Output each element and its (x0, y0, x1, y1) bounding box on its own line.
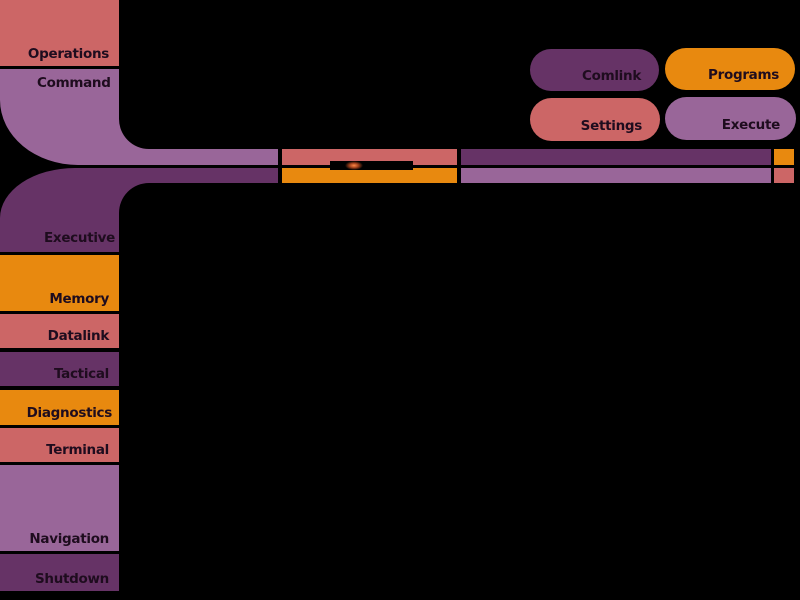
top-bar-segment-3 (774, 149, 794, 165)
indicator-slot (330, 161, 413, 170)
command-label: Command (37, 75, 111, 91)
button-label: Execute (721, 117, 781, 133)
command-elbow[interactable] (0, 69, 278, 165)
sidebar-item-label: Diagnostics (26, 405, 113, 421)
sidebar-item-terminal[interactable]: Terminal (0, 428, 119, 462)
executive-label: Executive (44, 230, 116, 246)
bottom-bar-segment-3 (774, 168, 794, 183)
button-label: Comlink (582, 68, 641, 84)
sidebar-item-label: Memory (49, 291, 109, 307)
settings-button[interactable]: Settings (530, 98, 660, 141)
sidebar-item-label: Operations (27, 46, 109, 62)
indicator-glow (345, 161, 363, 170)
sidebar-item-label: Navigation (29, 531, 109, 547)
bottom-bar-segment-1 (282, 168, 457, 183)
top-bar-segment-2 (461, 149, 771, 165)
sidebar-item-navigation[interactable]: Navigation (0, 465, 119, 551)
executive-elbow[interactable] (0, 168, 278, 252)
top-bar-segment-1 (282, 149, 457, 165)
sidebar-item-memory[interactable]: Memory (0, 255, 119, 311)
sidebar-item-label: Terminal (46, 442, 109, 458)
bottom-bar-segment-2 (461, 168, 771, 183)
sidebar-item-label: Datalink (47, 328, 110, 344)
sidebar-item-operations[interactable]: Operations (0, 0, 119, 66)
sidebar-item-label: Tactical (53, 366, 109, 382)
sidebar-item-label: Shutdown (34, 571, 109, 587)
sidebar-item-tactical[interactable]: Tactical (0, 352, 119, 386)
sidebar-item-shutdown[interactable]: Shutdown (0, 554, 119, 591)
button-label: Settings (580, 118, 643, 134)
sidebar-item-datalink[interactable]: Datalink (0, 314, 119, 348)
execute-button[interactable]: Execute (665, 97, 796, 140)
programs-button[interactable]: Programs (665, 48, 795, 90)
sidebar-item-diagnostics[interactable]: Diagnostics (0, 390, 119, 425)
button-label: Programs (708, 67, 779, 83)
comlink-button[interactable]: Comlink (530, 49, 659, 91)
